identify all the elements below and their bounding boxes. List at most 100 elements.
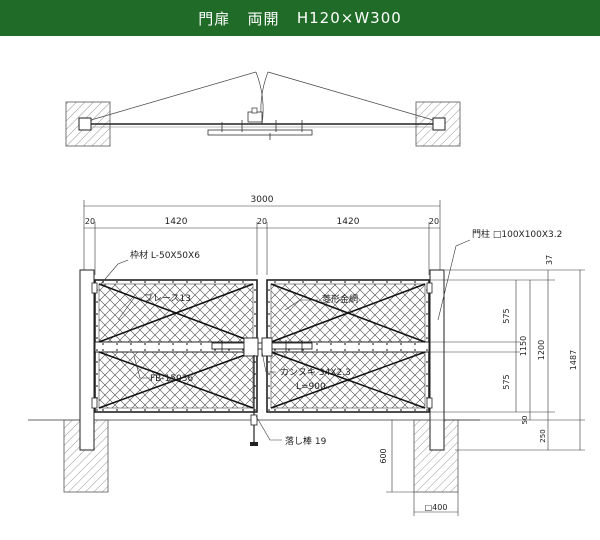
label-brace: ブレース13 (144, 292, 191, 304)
frame-rivet (414, 409, 416, 411)
frame-rivet (372, 349, 374, 351)
frame-rivet (426, 385, 428, 387)
dim-lower-panel: 575 (502, 374, 511, 389)
dim-total-height: 1487 (569, 350, 578, 370)
drop-rod (250, 355, 258, 446)
frame-rivet (330, 281, 332, 283)
label-post: 門柱 □100X100X3.2 (472, 228, 562, 240)
frame-rivet (330, 343, 332, 345)
right-dimensions (430, 269, 585, 451)
frame-rivet (400, 343, 402, 345)
frame-rivet (268, 289, 270, 291)
frame-rivet (268, 325, 270, 327)
left-braces (98, 283, 254, 409)
frame-rivet (330, 409, 332, 411)
title-type: 両開 (247, 9, 280, 28)
frame-rivet (254, 301, 256, 303)
frame-rivet (158, 349, 160, 351)
dim-gate-height: 1200 (537, 340, 546, 360)
frame-rivet (172, 409, 174, 411)
frame-rivet (358, 343, 360, 345)
dim-bottom-clear: 50 (521, 416, 529, 425)
frame-rivet (228, 409, 230, 411)
frame-rivet (144, 281, 146, 283)
frame-rivet (386, 343, 388, 345)
dim-center-gap: 20 (257, 217, 267, 226)
frame-rivet (172, 349, 174, 351)
frame-rivet (214, 409, 216, 411)
dim-upper-panel: 575 (502, 308, 511, 323)
frame-rivet (96, 373, 98, 375)
frame-rivet (386, 281, 388, 283)
frame-rivet (316, 349, 318, 351)
plan-right-swing-line (267, 71, 434, 121)
frame-rivet (242, 349, 244, 351)
label-flat-bar: FB-15036 (150, 374, 194, 384)
plan-left-swing-arc (255, 71, 264, 125)
frame-rivet (344, 409, 346, 411)
frame-rivet (268, 409, 270, 411)
frame-rivet (400, 281, 402, 283)
frame-rivet (268, 397, 270, 399)
frame-rivet (130, 409, 132, 411)
frame-rivet (426, 409, 428, 411)
frame-rivet (274, 409, 276, 411)
frame-rivet (144, 409, 146, 411)
frame-rivet (386, 349, 388, 351)
frame-rivet (102, 409, 104, 411)
frame-rivet (358, 349, 360, 351)
dim-panel-height: 1150 (519, 336, 528, 356)
frame-rivet (96, 361, 98, 363)
frame-rivet (242, 281, 244, 283)
title-bar: 門扉 両開 H120×W300 (0, 0, 600, 36)
frame-rivet (186, 409, 188, 411)
frame-rivet (144, 343, 146, 345)
frame-rivet (288, 349, 290, 351)
title-size: H120×W300 (296, 9, 402, 27)
frame-rivet (158, 409, 160, 411)
plan-view (65, 71, 461, 147)
frame-rivet (344, 281, 346, 283)
frame-rivet (214, 349, 216, 351)
frame-rivet (228, 281, 230, 283)
plan-latch-bar (207, 129, 313, 136)
frame-rivet (96, 313, 98, 315)
frame-rivet (186, 281, 188, 283)
frame-rivet (200, 343, 202, 345)
frame-rivet (96, 409, 98, 411)
plan-left-swing-line (90, 71, 257, 121)
frame-rivet (274, 281, 276, 283)
frame-rivet (200, 281, 202, 283)
frame-rivet (268, 313, 270, 315)
dim-foundation-width: □400 (425, 503, 448, 512)
frame-rivet (372, 281, 374, 283)
label-mesh: 菱形金網 (322, 293, 358, 305)
frame-rivet (102, 349, 104, 351)
frame-rivet (268, 361, 270, 363)
dim-ground-gap: 250 (539, 429, 547, 442)
frame-rivet (358, 281, 360, 283)
frame-rivet (288, 409, 290, 411)
frame-rivet (302, 281, 304, 283)
frame-rivet (426, 349, 428, 351)
frame-rivet (172, 343, 174, 345)
label-latch-length: L=900 (296, 382, 326, 392)
frame-rivet (344, 349, 346, 351)
frame-rivet (302, 409, 304, 411)
frame-rivet (414, 343, 416, 345)
frame-rivet (268, 385, 270, 387)
frame-rivet (372, 409, 374, 411)
frame-rivet (200, 409, 202, 411)
frame-rivet (96, 301, 98, 303)
frame-rivet (316, 281, 318, 283)
frame-rivet (200, 349, 202, 351)
hinges (91, 282, 433, 409)
label-drop-rod: 落し棒 19 (285, 435, 327, 447)
top-dimensions (83, 200, 441, 275)
frame-rivet (186, 343, 188, 345)
frame-rivet (186, 349, 188, 351)
frame-rivet (96, 349, 98, 351)
frame-rivet (426, 301, 428, 303)
gate-drawing: 3000 20 1420 20 1420 20 (28, 71, 585, 516)
frame-rivet (254, 289, 256, 291)
